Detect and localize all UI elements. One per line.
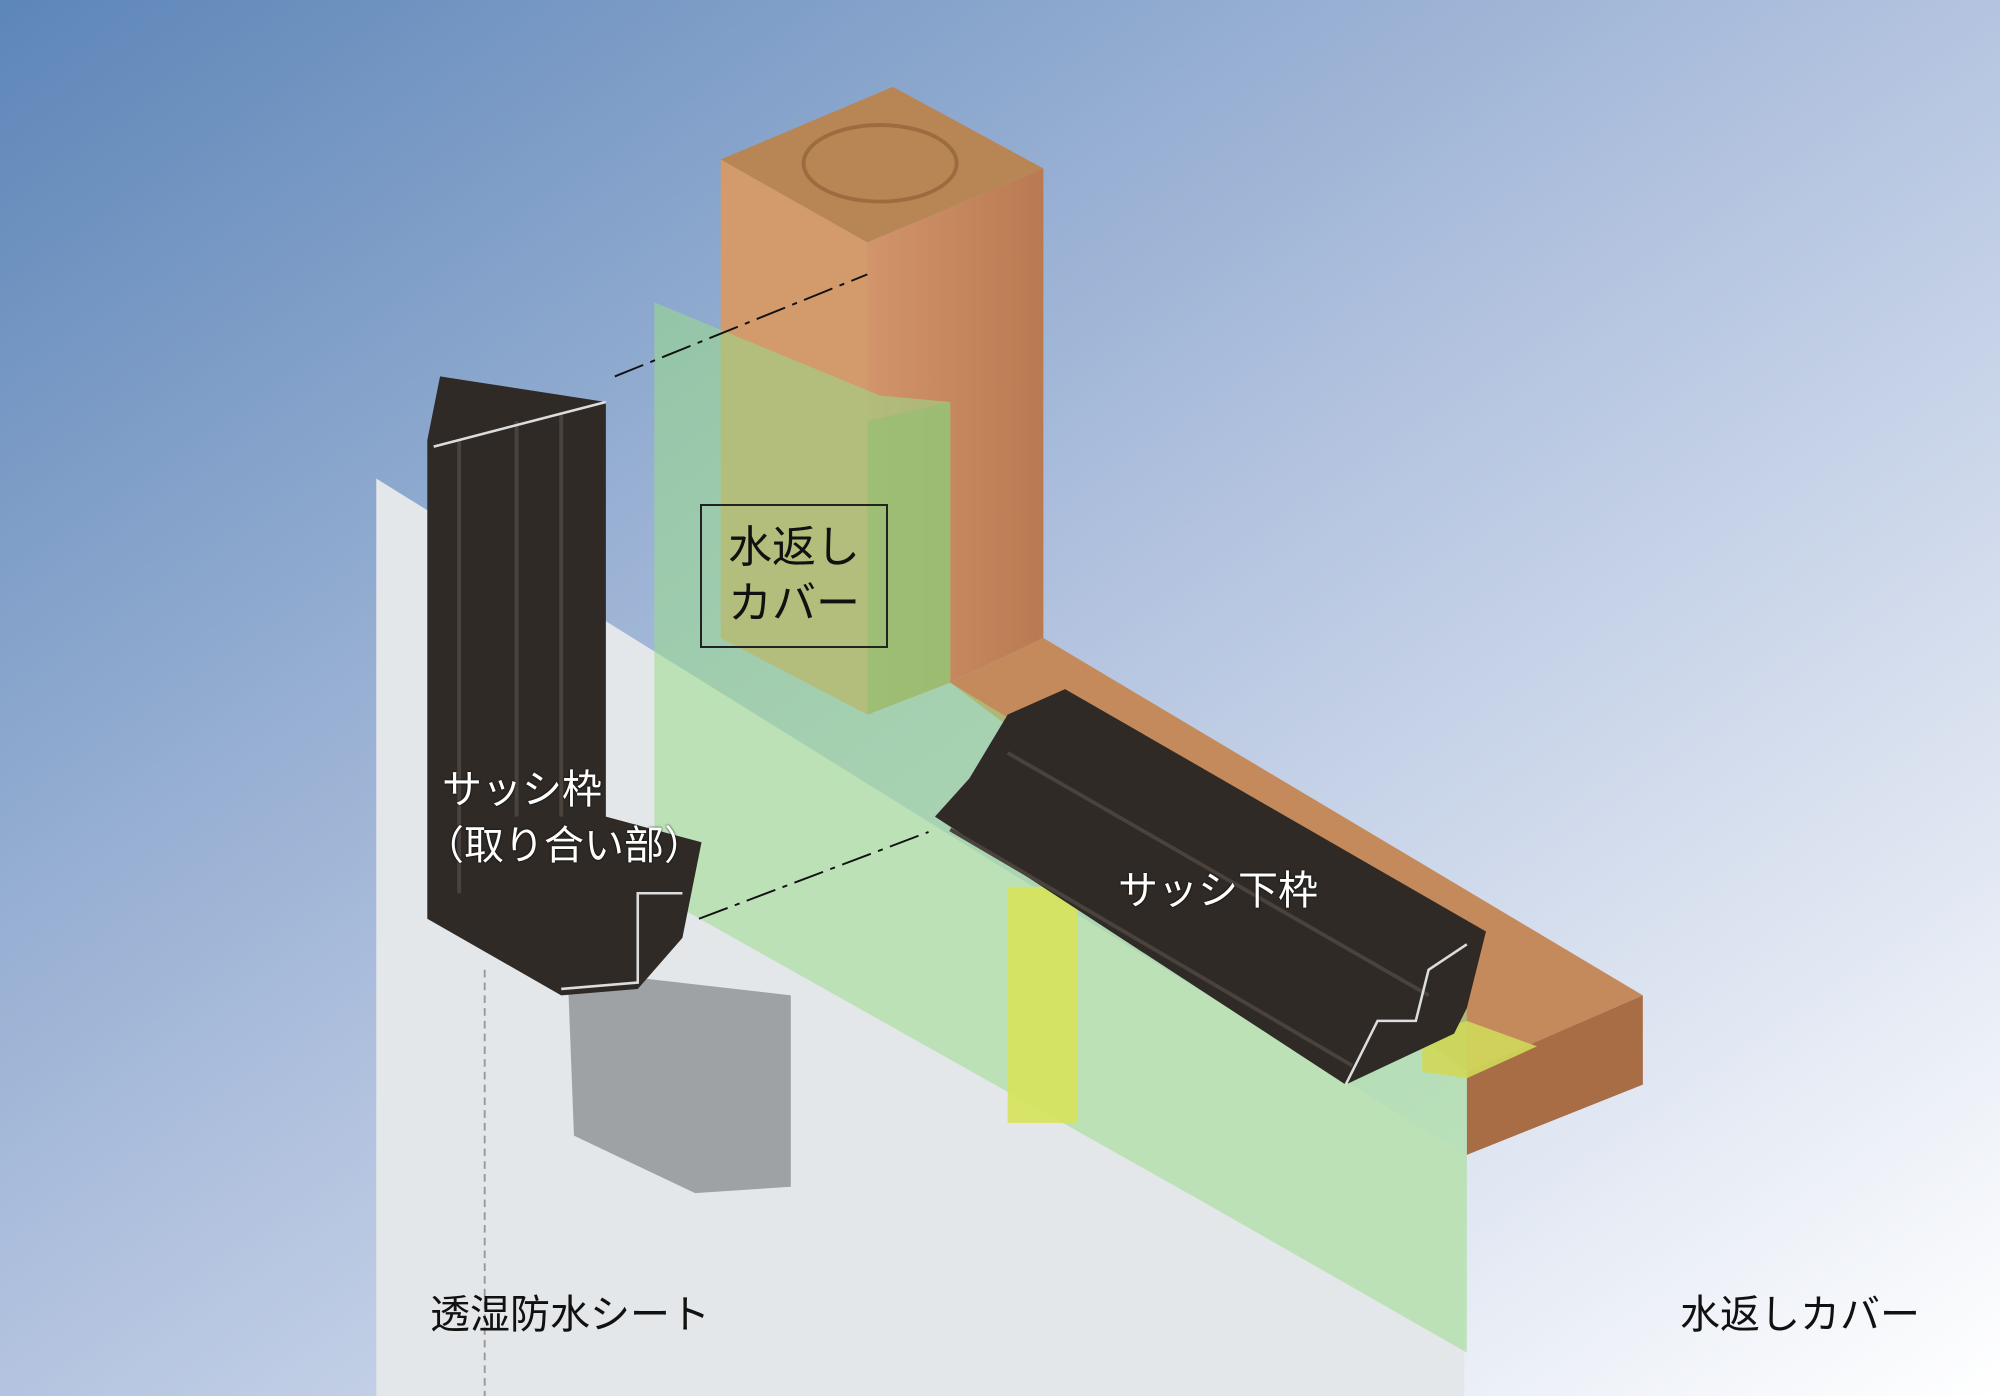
- sash-groove: [1006, 751, 1430, 997]
- cover-inner-fold: [867, 401, 951, 715]
- callout-line-2: カバー: [728, 578, 860, 629]
- label-sash-frame: サッシ枠 （取り合い部）: [424, 762, 704, 874]
- wood-sill-front: [1466, 995, 1643, 1155]
- wood-post-top: [720, 86, 1044, 243]
- label-breathable-sheet: 透湿防水シート: [430, 1292, 710, 1338]
- callout-line-1: 水返し: [728, 522, 860, 573]
- label-sash-frame-line1: サッシ枠: [442, 767, 602, 813]
- water-cover-callout-box: 水返し カバー: [700, 504, 888, 648]
- sash-sill-frame: [934, 689, 1486, 1085]
- label-sash-sill: サッシ下枠: [1118, 868, 1318, 914]
- sash-frame-vertical: [427, 376, 702, 996]
- leader-line-top: [614, 273, 868, 378]
- sash-groove: [949, 827, 1354, 1068]
- label-sash-frame-line2: （取り合い部）: [424, 823, 704, 869]
- sash-profile-edge: [1344, 943, 1468, 1086]
- sash-shadow: [567, 969, 791, 1194]
- yellow-sill-pad: [1422, 1020, 1537, 1079]
- leader-line-bottom: [698, 831, 929, 920]
- yellow-tape: [1007, 886, 1078, 1123]
- wood-grain-ring: [801, 123, 959, 204]
- sash-profile-edge: [433, 400, 683, 991]
- label-water-cover: 水返しカバー: [1680, 1292, 1920, 1338]
